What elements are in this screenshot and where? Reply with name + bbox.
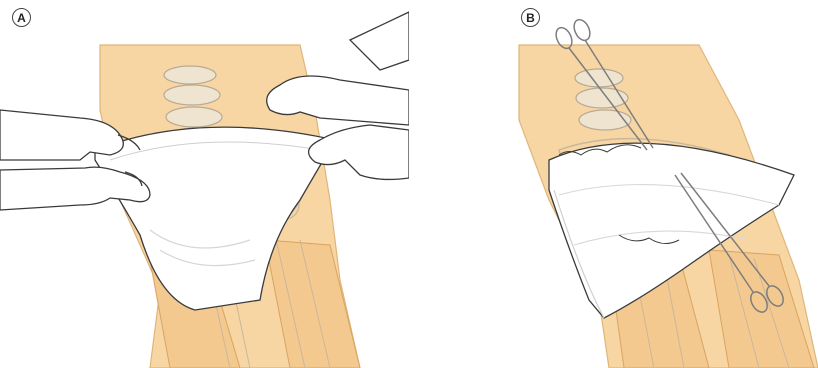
panel-label-a: A	[12, 8, 31, 27]
panel-label-b: B	[521, 8, 540, 27]
panel-a-illustration	[0, 0, 409, 368]
panel-b-illustration	[409, 0, 818, 368]
panel-a: A	[0, 0, 409, 368]
panel-b: B	[409, 0, 818, 368]
